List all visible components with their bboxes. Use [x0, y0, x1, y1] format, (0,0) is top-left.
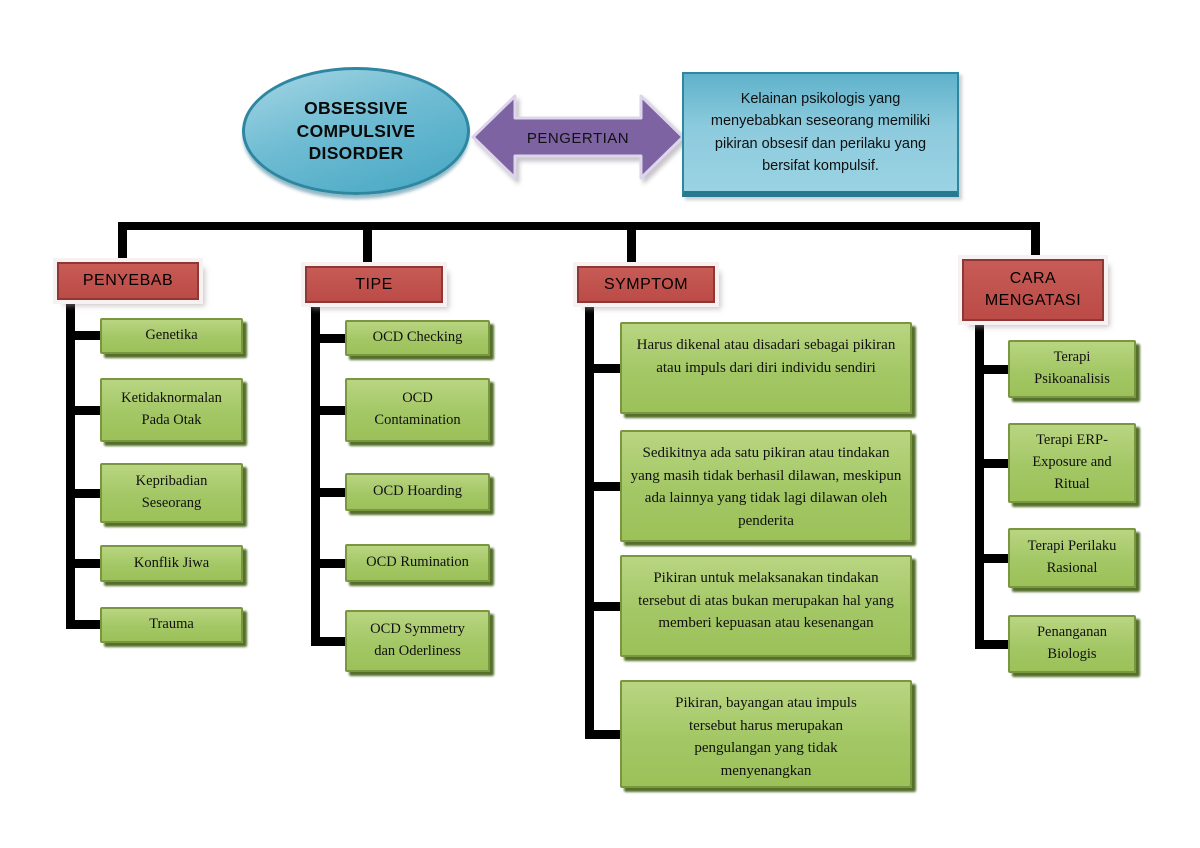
stub [975, 365, 1010, 374]
symptom-item-2: Sedikitnya ada satu pikiran atau tindaka… [620, 430, 912, 542]
item-ocd-contamination: OCD Contamination [345, 378, 490, 442]
item-label: Kepribadian Seseorang [135, 473, 208, 511]
definition-box: Kelainan psikologis yang menyebabkan ses… [682, 72, 959, 197]
item-label: Trauma [149, 616, 194, 633]
item-label: Pikiran untuk melaksanakan tindakan ters… [638, 570, 894, 631]
item-terapi-erp: Terapi ERP-Exposure and Ritual [1008, 423, 1136, 503]
stub [975, 554, 1010, 563]
stub [311, 406, 347, 415]
item-trauma: Trauma [100, 607, 243, 643]
symptom-item-3: Pikiran untuk melaksanakan tindakan ters… [620, 555, 912, 657]
stub [311, 334, 347, 343]
item-label: Terapi ERP-Exposure and Ritual [1032, 432, 1112, 492]
item-genetika: Genetika [100, 318, 243, 354]
item-ocd-symmetry: OCD Symmetry dan Oderliness [345, 610, 490, 672]
tree-drop-cara [1031, 228, 1040, 262]
branch-header-label: CARA MENGATASI [984, 270, 1082, 309]
stub [311, 488, 347, 497]
tree-drop-symptom [627, 228, 636, 270]
branch-header-label: SYMPTOM [603, 275, 689, 293]
stub [66, 559, 102, 568]
branch-header-cara-mengatasi: CARA MENGATASI [962, 259, 1104, 321]
item-penanganan-biologis: Penanganan Biologis [1008, 615, 1136, 673]
branch-header-label: PENYEBAB [82, 272, 174, 290]
stub [66, 489, 102, 498]
item-label: Terapi Perilaku Rasional [1027, 538, 1117, 576]
item-label: Konflik Jiwa [133, 554, 210, 571]
tree-drop-penyebab [118, 228, 127, 264]
stub [311, 559, 347, 568]
item-ocd-checking: OCD Checking [345, 320, 490, 356]
branch-header-tipe: TIPE [305, 266, 443, 303]
item-ketidaknormalan-pada-otak: Ketidaknormalan Pada Otak [100, 378, 243, 442]
spine-symptom [585, 301, 594, 739]
symptom-item-4: Pikiran, bayangan atau impuls tersebut h… [620, 680, 912, 788]
item-label: Penanganan Biologis [1036, 624, 1108, 662]
stub [585, 730, 622, 739]
item-label: Harus dikenal atau disadari sebagai piki… [636, 337, 896, 376]
item-label: OCD Symmetry dan Oderliness [370, 621, 465, 659]
spine-tipe [311, 301, 320, 646]
stub [585, 482, 622, 491]
stub [66, 406, 102, 415]
item-konflik-jiwa: Konflik Jiwa [100, 545, 243, 582]
pengertian-label: PENGERTIAN [526, 129, 630, 147]
root-topic-ellipse: OBSESSIVE COMPULSIVE DISORDER [242, 67, 470, 195]
stub [66, 620, 102, 629]
item-label: OCD Hoarding [372, 483, 462, 500]
root-topic-label: OBSESSIVE COMPULSIVE DISORDER [296, 97, 416, 164]
spine-cara [975, 320, 984, 649]
pengertian-connector: PENGERTIAN [470, 92, 686, 184]
item-terapi-perilaku-rasional: Terapi Perilaku Rasional [1008, 528, 1136, 588]
item-kepribadian-seseorang: Kepribadian Seseorang [100, 463, 243, 523]
stub [585, 602, 622, 611]
item-ocd-hoarding: OCD Hoarding [345, 473, 490, 511]
stub [585, 364, 622, 373]
spine-penyebab [66, 298, 75, 629]
branch-header-penyebab: PENYEBAB [57, 262, 199, 300]
branch-header-label: TIPE [355, 275, 393, 293]
symptom-item-1: Harus dikenal atau disadari sebagai piki… [620, 322, 912, 414]
item-label: Genetika [145, 327, 198, 344]
item-label: OCD Checking [372, 329, 463, 346]
item-label: OCD Contamination [374, 390, 461, 428]
stub [975, 459, 1010, 468]
item-label: Ketidaknormalan Pada Otak [121, 390, 222, 428]
tree-horizontal-line [118, 222, 1040, 230]
item-label: OCD Rumination [366, 554, 469, 571]
branch-header-symptom: SYMPTOM [577, 266, 715, 303]
stub [311, 637, 347, 646]
item-label: Pikiran, bayangan atau impuls tersebut h… [675, 695, 857, 779]
item-label: Terapi Psikoanalisis [1034, 349, 1110, 387]
item-ocd-rumination: OCD Rumination [345, 544, 490, 582]
item-terapi-psikoanalisis: Terapi Psikoanalisis [1008, 340, 1136, 398]
definition-text: Kelainan psikologis yang menyebabkan ses… [710, 90, 931, 174]
tree-drop-tipe [363, 228, 372, 270]
stub [975, 640, 1010, 649]
stub [66, 331, 102, 340]
item-label: Sedikitnya ada satu pikiran atau tindaka… [630, 445, 902, 529]
